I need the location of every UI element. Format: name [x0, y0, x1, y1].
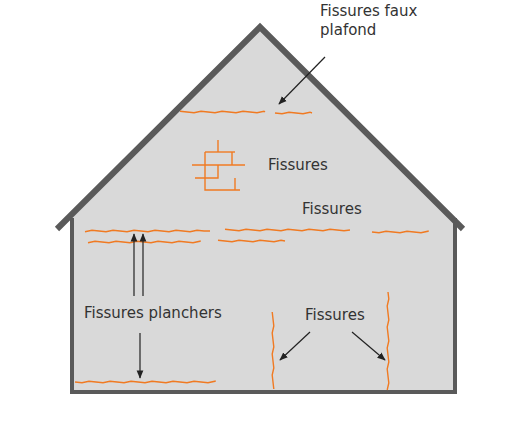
- crack: [217, 140, 218, 152]
- crack-label: Fissures faux plafond: [318, 2, 427, 40]
- crack: [205, 151, 235, 152]
- crack: [218, 240, 285, 242]
- crack-label: Fissures: [300, 200, 364, 219]
- leader-line: [279, 57, 325, 104]
- house-fill: [72, 30, 455, 392]
- roof: [57, 27, 463, 229]
- crack: [272, 312, 274, 389]
- crack: [231, 152, 232, 165]
- crack-label: Fissures: [303, 306, 367, 325]
- crack: [180, 111, 265, 113]
- leader-line: [139, 333, 140, 378]
- crack-label: Fissures: [266, 156, 330, 175]
- leader-line: [133, 234, 134, 296]
- crack: [387, 292, 389, 390]
- cracks: [75, 111, 428, 390]
- crack: [234, 178, 235, 190]
- leader-line: [352, 332, 385, 360]
- crack: [275, 112, 312, 114]
- leader-lines: [134, 57, 385, 378]
- crack: [372, 231, 428, 233]
- leader-line: [142, 234, 143, 296]
- walls: [72, 218, 455, 392]
- crack-label: Fissures planchers: [82, 304, 224, 323]
- crack: [225, 229, 350, 231]
- crack: [75, 381, 215, 383]
- crack: [195, 165, 218, 178]
- leader-line: [280, 332, 310, 360]
- crack: [205, 152, 240, 190]
- crack: [85, 230, 210, 232]
- crack: [88, 241, 200, 243]
